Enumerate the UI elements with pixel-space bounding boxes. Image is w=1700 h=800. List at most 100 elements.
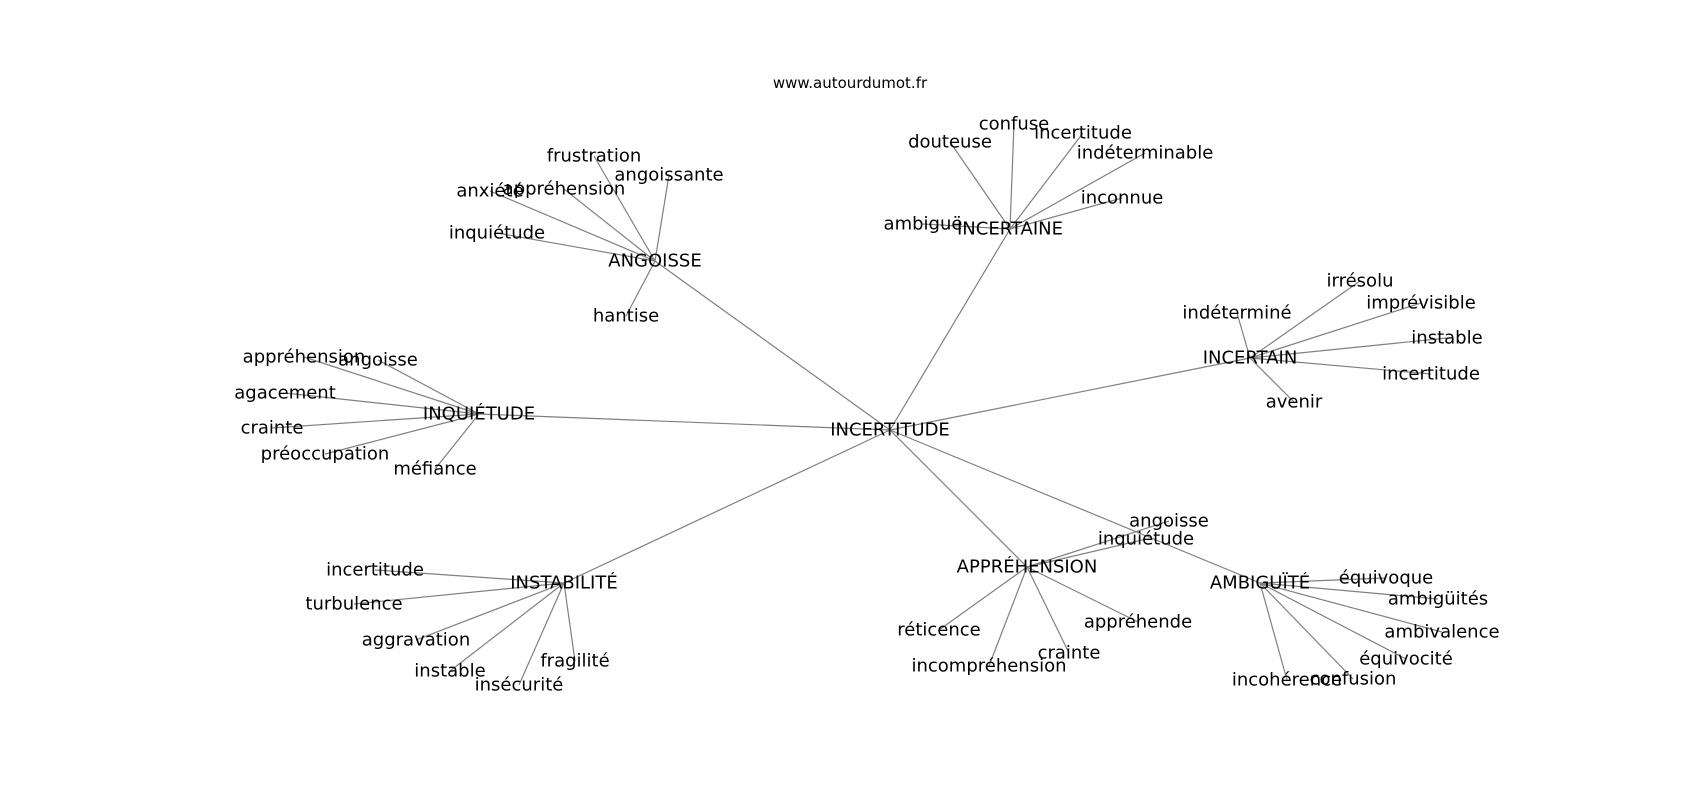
leaf-word[interactable]: angoisse — [338, 350, 418, 371]
hub-leaf-edge — [1259, 577, 1387, 584]
hub-leaf-edge — [922, 223, 1011, 230]
hub-leaf-edge — [374, 569, 565, 584]
hub-leaf-edge — [1259, 582, 1439, 600]
leaf-word[interactable]: angoisse — [1129, 511, 1209, 532]
leaf-word[interactable]: inquiétude — [1098, 529, 1194, 550]
leaf-word[interactable]: avenir — [1266, 392, 1323, 413]
leaf-word[interactable]: agacement — [234, 383, 336, 404]
hub-leaf-edge — [1249, 280, 1361, 359]
hub-leaf-edge — [518, 582, 565, 686]
hub-leaf-edge — [654, 174, 670, 262]
hub-leaf-edge — [1249, 357, 1432, 375]
leaf-word[interactable]: turbulence — [305, 594, 402, 615]
leaf-word[interactable]: appréhende — [1084, 612, 1192, 633]
leaf-word[interactable]: équivoque — [1339, 568, 1433, 589]
leaf-word[interactable]: douteuse — [908, 132, 992, 153]
leaf-word[interactable]: inconnue — [1081, 188, 1164, 209]
leaf-word[interactable]: incertitude — [326, 560, 424, 581]
hub-leaf-edge — [1236, 312, 1251, 359]
center-hub-edge — [889, 429, 1261, 584]
leaf-word[interactable]: incompréhension — [911, 656, 1066, 677]
hub-leaf-edge — [1009, 123, 1015, 230]
hub-word[interactable]: INCERTAIN — [1203, 348, 1298, 369]
leaf-word[interactable]: confusion — [1310, 669, 1397, 690]
leaf-word[interactable]: imprévisible — [1366, 293, 1476, 314]
leaf-word[interactable]: indéterminé — [1182, 303, 1291, 324]
source-watermark: www.autourdumot.fr — [773, 74, 928, 92]
hub-leaf-edge — [1259, 582, 1354, 680]
hub-leaf-edge — [563, 188, 656, 262]
hub-leaf-edge — [1026, 520, 1170, 568]
leaf-word[interactable]: indéterminable — [1077, 143, 1214, 164]
leaf-word[interactable]: ambiguë — [884, 214, 963, 235]
hub-word[interactable]: INQUIÉTUDE — [423, 403, 535, 425]
hub-leaf-edge — [1259, 582, 1443, 633]
leaf-word[interactable]: confuse — [979, 114, 1050, 135]
leaf-word[interactable]: instable — [1411, 328, 1482, 349]
graph-labels: www.autourdumot.fr INCERTITUDE ANGOISSE fr… — [234, 74, 1499, 696]
leaf-word[interactable]: anxiété — [456, 181, 523, 202]
leaf-word[interactable]: hantise — [593, 306, 659, 327]
leaf-word[interactable]: appréhension — [243, 347, 366, 368]
leaf-word[interactable]: crainte — [1038, 643, 1101, 664]
leaf-word[interactable]: ambigüités — [1388, 589, 1488, 610]
leaf-word[interactable]: angoissante — [614, 165, 723, 186]
hub-leaf-edge — [1026, 566, 1139, 623]
leaf-word[interactable]: insécurité — [475, 675, 564, 696]
center-hub-edge — [889, 228, 1011, 431]
hub-leaf-edge — [563, 582, 576, 662]
center-word[interactable]: INCERTITUDE — [830, 420, 950, 441]
hub-word[interactable]: ANGOISSE — [608, 251, 701, 272]
leaf-word[interactable]: aggravation — [362, 630, 470, 651]
hub-leaf-edge — [434, 413, 480, 470]
leaf-word[interactable]: irrésolu — [1327, 271, 1394, 292]
hub-word[interactable]: APPRÉHENSION — [957, 556, 1098, 578]
hub-leaf-edge — [1249, 357, 1295, 403]
hub-leaf-edge — [1009, 152, 1146, 230]
hub-leaf-edge — [1009, 132, 1084, 230]
hub-leaf-edge — [949, 141, 1011, 230]
hub-leaf-edge — [303, 356, 480, 415]
leaf-word[interactable]: incertitude — [1382, 364, 1480, 385]
leaf-word[interactable]: réticence — [897, 620, 981, 641]
hub-leaf-edge — [1259, 582, 1288, 681]
hub-leaf-edge — [625, 260, 656, 317]
hub-leaf-edge — [271, 413, 480, 429]
hub-leaf-edge — [988, 566, 1028, 667]
hub-word[interactable]: AMBIGUÏTÉ — [1210, 572, 1310, 594]
center-hub-edge — [563, 429, 891, 584]
leaf-word[interactable]: préoccupation — [261, 444, 390, 465]
leaf-word[interactable]: appréhension — [503, 179, 626, 200]
leaf-word[interactable]: incertitude — [1034, 123, 1132, 144]
leaf-word[interactable]: méfiance — [393, 459, 476, 480]
graph-edges — [271, 123, 1448, 686]
hub-word[interactable]: INSTABILITÉ — [510, 572, 617, 594]
leaf-word[interactable]: frustration — [547, 146, 642, 167]
hub-leaf-edge — [353, 582, 565, 605]
hub-leaf-edge — [1009, 197, 1123, 230]
hub-leaf-edge — [377, 359, 480, 415]
hub-leaf-edge — [1026, 538, 1147, 568]
hub-leaf-edge — [1249, 302, 1422, 359]
center-hub-edge — [889, 429, 1028, 568]
leaf-word[interactable]: inquiétude — [449, 223, 545, 244]
hub-leaf-edge — [1259, 582, 1407, 660]
leaf-word[interactable]: ambivalence — [1384, 622, 1499, 643]
hub-leaf-edge — [489, 190, 656, 262]
leaf-word[interactable]: fragilité — [540, 651, 609, 672]
leaf-word[interactable]: crainte — [241, 418, 304, 439]
leaf-word[interactable]: incohérence — [1232, 670, 1342, 691]
hub-word[interactable]: INCERTAINE — [957, 219, 1063, 240]
center-hub-edge — [889, 357, 1251, 431]
hub-leaf-edge — [1249, 337, 1448, 359]
hub-leaf-edge — [1026, 566, 1070, 654]
leaf-word[interactable]: équivocité — [1359, 649, 1453, 670]
hub-leaf-edge — [938, 566, 1028, 631]
hub-leaf-edge — [284, 392, 480, 415]
hub-leaf-edge — [415, 582, 565, 641]
center-hub-edge — [654, 260, 891, 431]
center-hub-edge — [478, 413, 891, 431]
leaf-word[interactable]: instable — [414, 661, 485, 682]
hub-leaf-edge — [496, 232, 656, 262]
